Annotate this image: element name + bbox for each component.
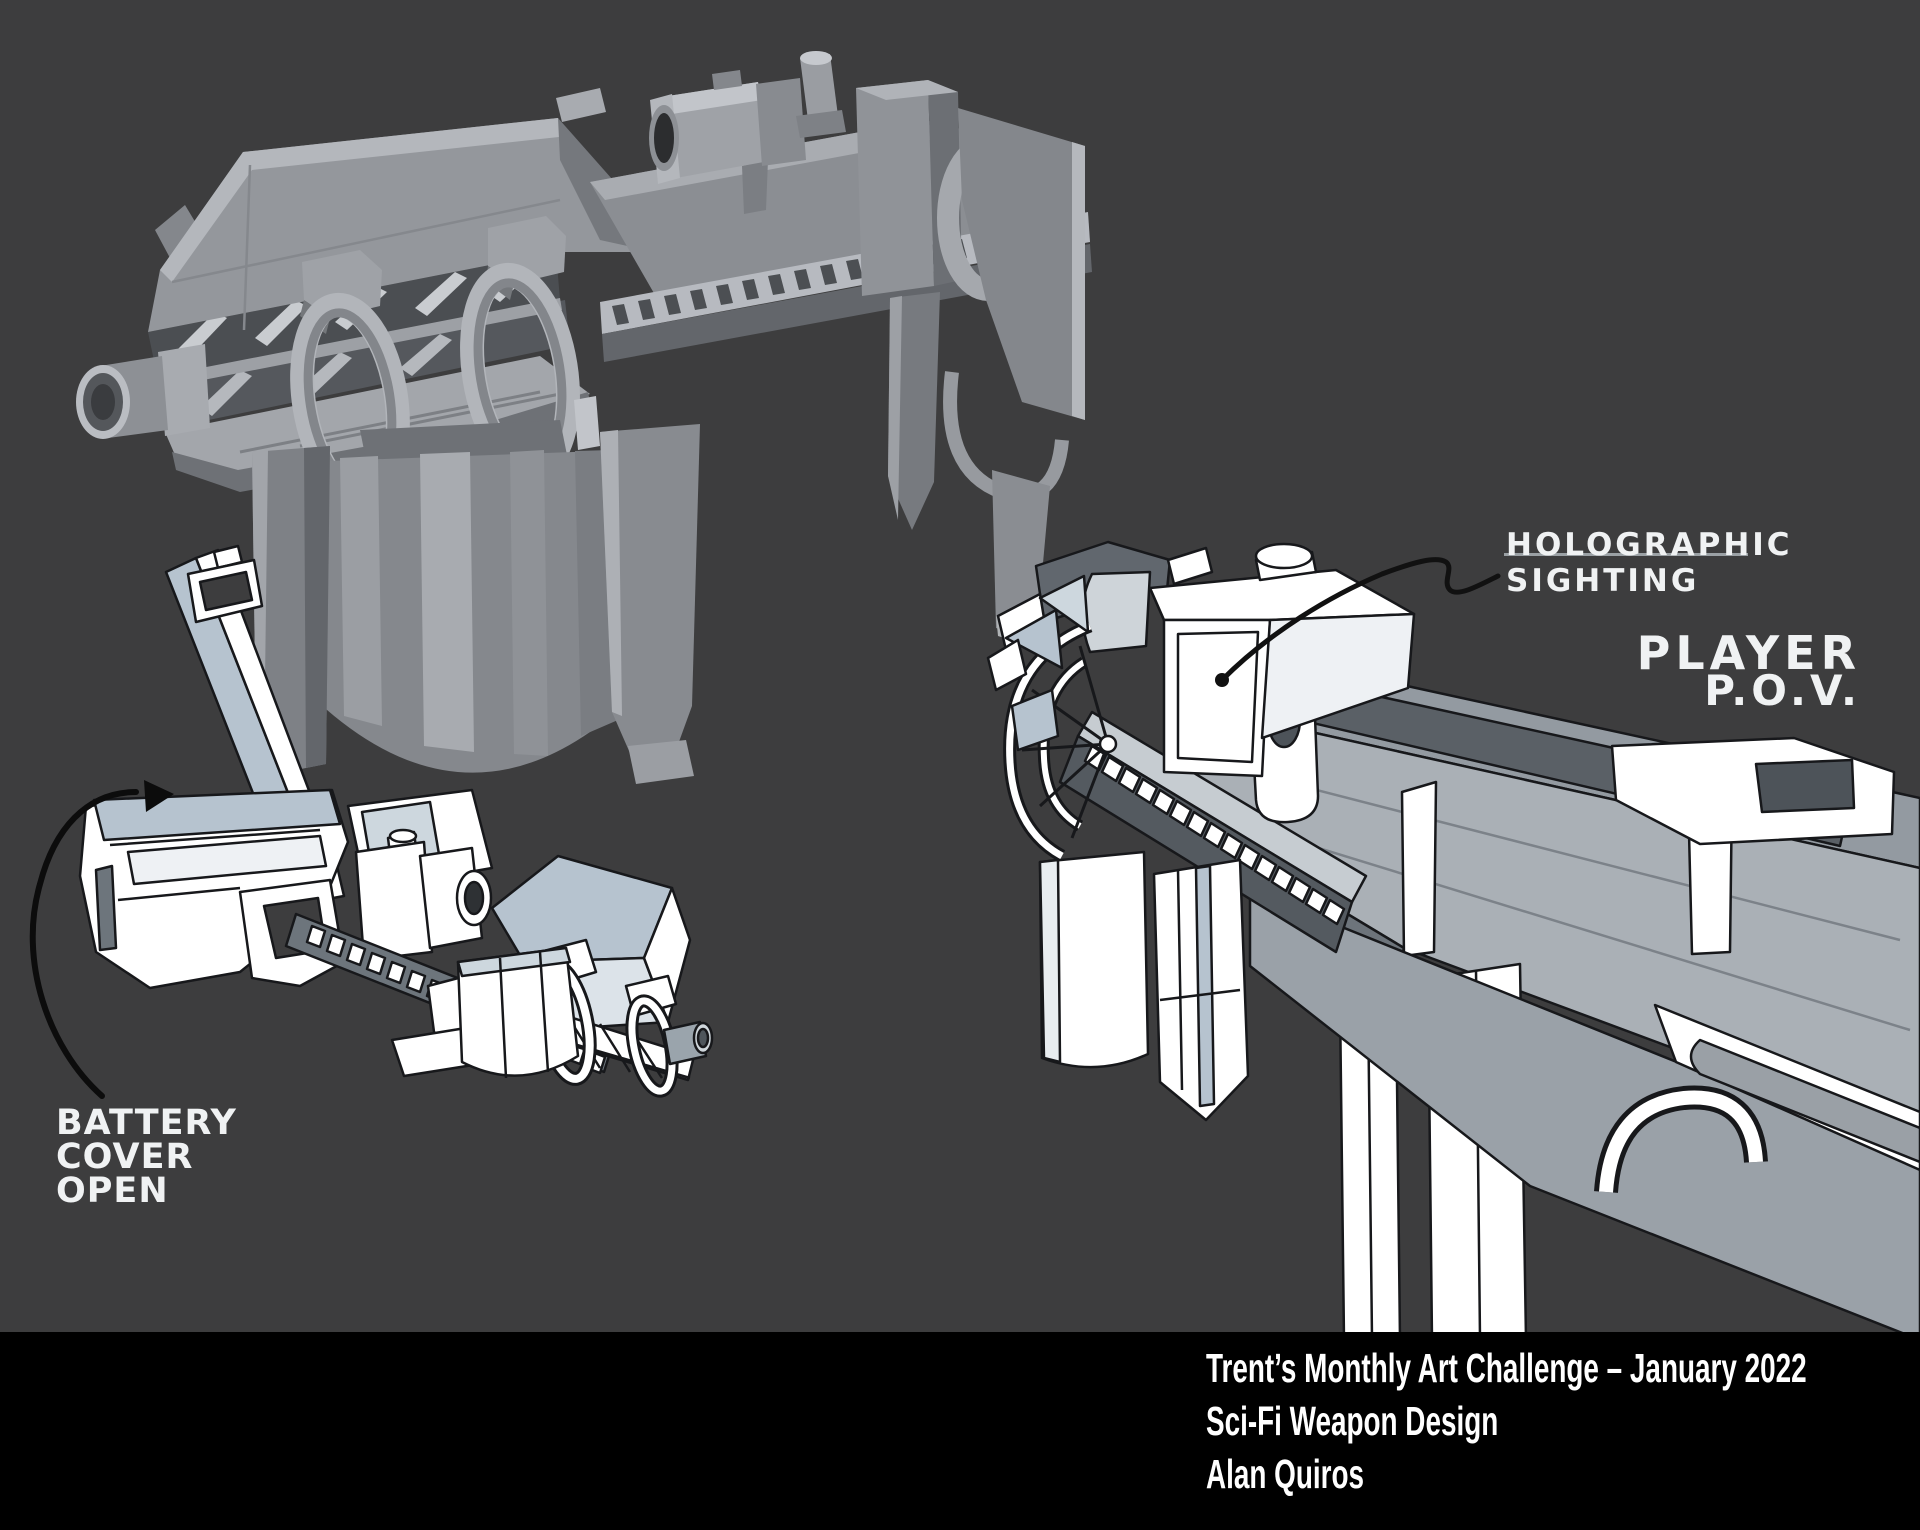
annotation-battery-line1: BATTERY <box>56 1103 237 1143</box>
pov-grips <box>1038 850 1250 1122</box>
credit-text: Trent’s Monthly Art Challenge – January … <box>1206 1342 1807 1501</box>
drum-magazine <box>302 420 642 773</box>
render-battery-cover-open <box>78 544 714 1098</box>
credit-bar: Trent’s Monthly Art Challenge – January … <box>0 1332 1920 1530</box>
scope <box>649 70 806 214</box>
pov-lower-band <box>1248 888 1920 1342</box>
credit-line-theme: Sci-Fi Weapon Design <box>1206 1398 1499 1444</box>
annotation-holographic-line1: HOLOGRAPHIC <box>1506 527 1793 563</box>
pov-rear-columns <box>1338 780 1528 1342</box>
render-top-side-view <box>76 51 1092 784</box>
credit-line-title: Trent’s Monthly Art Challenge – January … <box>1206 1345 1807 1391</box>
annotation-battery-line3: OPEN <box>56 1171 169 1211</box>
pov-holographic-sight <box>1148 542 1416 778</box>
muzzle-cylinder <box>76 344 210 439</box>
toon-stock <box>78 788 350 990</box>
credit-line-artist: Alan Quiros <box>1206 1451 1365 1497</box>
annotation-pov: P.O.V. <box>1704 666 1861 715</box>
annotation-player: PLAYER <box>1636 626 1861 680</box>
annotation-strokes <box>29 553 1748 1099</box>
toon-foreleg-and-drum <box>390 946 580 1079</box>
top-tube <box>796 51 846 138</box>
holographic-callout-line <box>1219 557 1501 683</box>
battery-cover-arrow <box>29 789 139 1099</box>
stock-and-grip <box>888 108 1085 648</box>
pov-stock-loop <box>1610 736 1896 956</box>
toon-scope-module <box>354 840 493 962</box>
pov-rail <box>1058 710 1368 954</box>
pov-front-assembly <box>986 540 1172 862</box>
battery-cover-arrowhead <box>144 780 174 812</box>
holographic-underline <box>1504 553 1748 556</box>
annotation-battery-line2: COVER <box>56 1137 194 1177</box>
render-player-pov <box>986 540 1920 1342</box>
annotation-holographic-line2: SIGHTING <box>1506 563 1700 599</box>
hand-grip <box>574 396 700 784</box>
